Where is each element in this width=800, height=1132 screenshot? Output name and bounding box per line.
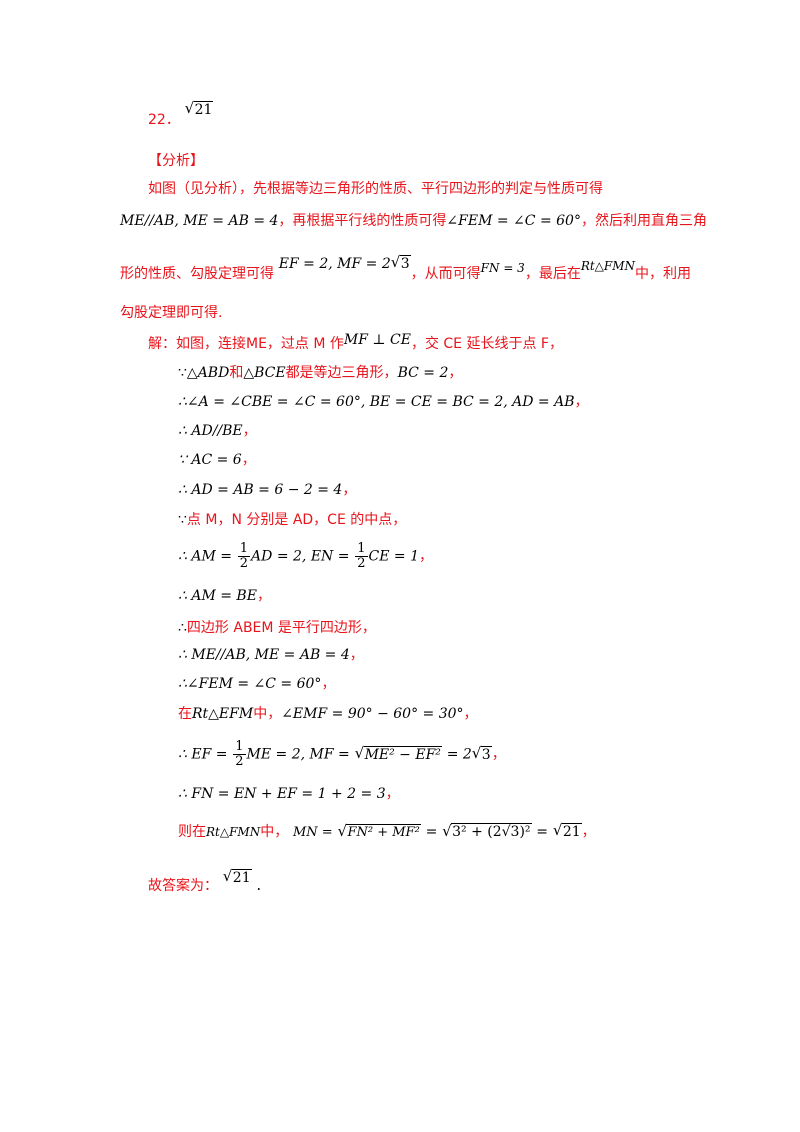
solution-line-1: 解：如图，连接ME，过点 M 作MF ⊥ CE，交 CE 延长线于点 F， <box>148 332 563 352</box>
analysis-math-4: FN = 3 <box>480 261 525 275</box>
analysis-line-1: 如图（见分析），先根据等边三角形的性质、平行四边形的判定与性质可得 <box>148 181 603 197</box>
question-number: 22． <box>148 112 180 128</box>
analysis-text-6: ，最后在 <box>524 266 581 282</box>
solution-line-12: ∴∠FEM = ∠C = 60°， <box>178 676 336 692</box>
solution-line-9: ∴ AM = BE， <box>178 588 271 604</box>
sqrt-expression: √ME² − EF² <box>354 743 442 763</box>
analysis-line-3: 形的性质、勾股定理可得 EF = 2, MF = 2√3，从而可得FN = 3，… <box>120 253 692 285</box>
question-answer-line: 22． √21 <box>148 98 214 128</box>
analysis-math-2: ∠FEM = ∠C = 60° <box>446 213 581 229</box>
analysis-line-4: 勾股定理即可得. <box>120 305 223 321</box>
solution-line-16: 则在Rt△FMN中， MN = √FN² + MF² = √3² + (2√3)… <box>178 821 596 840</box>
analysis-line-2: ME//AB, ME = AB = 4，再根据平行线的性质可得∠FEM = ∠C… <box>120 209 707 232</box>
analysis-math-3: EF = 2, MF = 2√3 <box>278 253 411 272</box>
solution-line-11: ∴ ME//AB, ME = AB = 4， <box>178 647 364 663</box>
analysis-heading: 【分析】 <box>148 153 204 169</box>
final-answer-label: 故答案为： <box>148 878 218 894</box>
solution-line-4: ∴ AD//BE， <box>178 423 257 439</box>
analysis-text-2: ，再根据平行线的性质可得 <box>278 213 447 229</box>
solution-line-3: ∴∠A = ∠CBE = ∠C = 60°, BE = CE = BC = 2,… <box>178 394 589 410</box>
solution-line-2: ∵△ABD和△BCE都是等边三角形，BC = 2， <box>178 365 463 381</box>
final-answer-sqrt: √21 <box>222 867 252 886</box>
analysis-math-1: ME//AB, ME = AB = 4 <box>120 213 279 229</box>
solution-line-15: ∴ FN = EN + EF = 1 + 2 = 3， <box>178 786 400 802</box>
solution-line-13: 在Rt△EFM中，∠EMF = 90° − 60° = 30°， <box>178 706 478 722</box>
solution-line-6: ∴ AD = AB = 6 − 2 = 4， <box>178 482 357 498</box>
analysis-text-5: ，从而可得 <box>410 266 481 282</box>
solution-line-5: ∵ AC = 6， <box>178 452 256 468</box>
solution-line-10: ∴四边形 ABEM 是平行四边形， <box>178 620 376 636</box>
final-answer-line: 故答案为： √21 . <box>148 867 262 894</box>
analysis-text-3: ，然后利用直角三角 <box>580 213 707 229</box>
analysis-text-7: 中，利用 <box>635 266 692 282</box>
answer-sqrt: √21 <box>184 99 214 118</box>
answer-radicand: 21 <box>193 101 214 118</box>
analysis-text-4: 形的性质、勾股定理可得 <box>120 266 274 282</box>
solution-line-7: ∵点 M，N 分别是 AD，CE 的中点， <box>178 512 407 528</box>
analysis-math-5: Rt△FMN <box>580 259 636 273</box>
